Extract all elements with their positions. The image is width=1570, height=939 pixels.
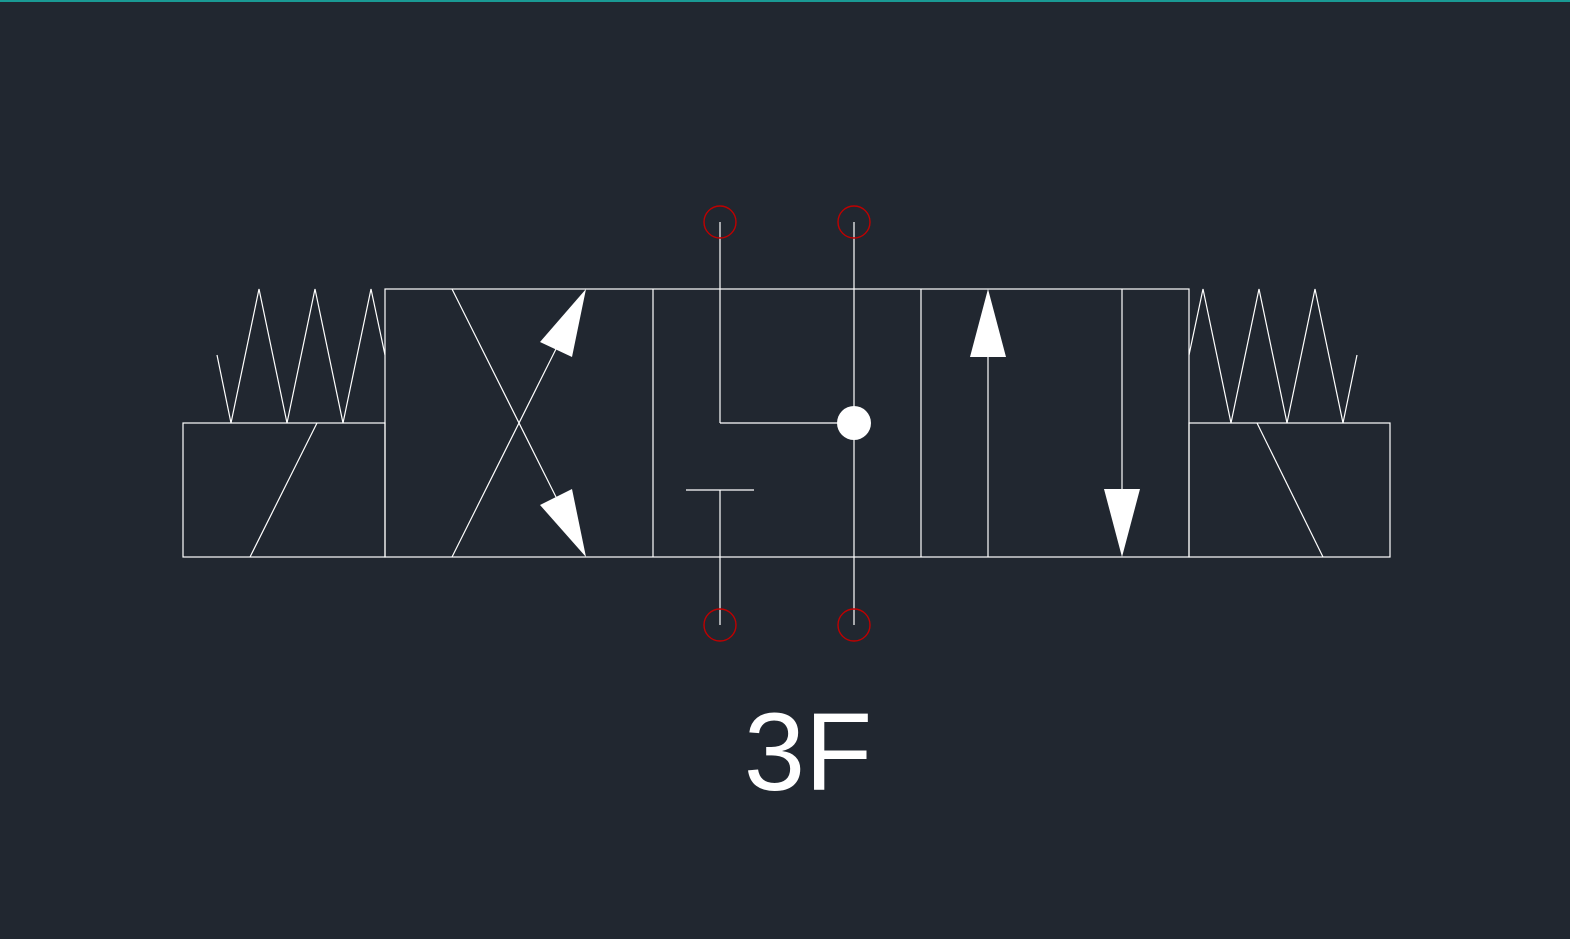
junction-dot <box>837 406 871 440</box>
arrow-up-right-icon <box>540 289 586 357</box>
arrow-up-icon <box>970 289 1006 357</box>
left-actuator <box>182 288 386 558</box>
port-marker-top-right <box>837 205 871 239</box>
flow-line-up <box>451 340 561 558</box>
right-solenoid-diagonal <box>1256 422 1324 558</box>
flow-line-down <box>451 288 561 506</box>
left-solenoid-diagonal <box>249 422 318 558</box>
port-marker-bottom-right <box>837 608 871 642</box>
arrow-down-right-icon <box>540 489 586 557</box>
envelope-crossed-flow <box>451 288 586 558</box>
envelope-center <box>686 222 871 625</box>
left-spring <box>216 288 386 424</box>
envelope-parallel-flow <box>970 289 1140 557</box>
top-accent-line <box>0 0 1570 2</box>
valve-label: 3F <box>744 691 872 814</box>
port-marker-bottom-left <box>703 608 737 642</box>
port-markers <box>703 205 871 642</box>
port-marker-top-left <box>703 205 737 239</box>
right-actuator <box>1188 288 1391 558</box>
right-spring <box>1188 288 1358 424</box>
arrow-down-icon <box>1104 489 1140 557</box>
right-solenoid-box <box>1188 422 1391 558</box>
